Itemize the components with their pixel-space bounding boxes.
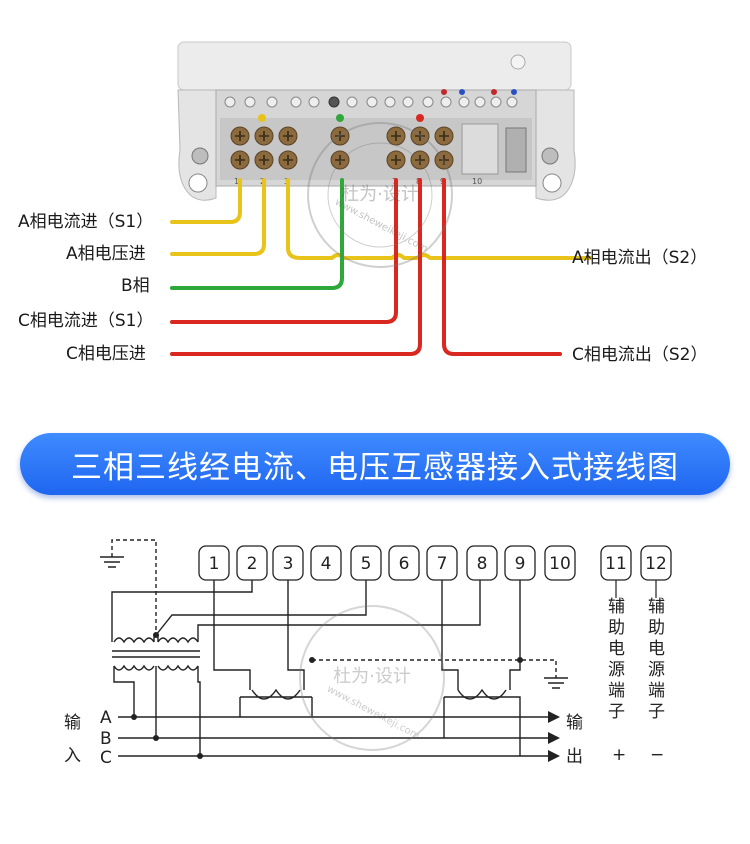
svg-text:1: 1	[234, 177, 239, 186]
right-mount-screw	[541, 147, 559, 165]
phase-a-label: A	[100, 708, 112, 728]
ground-left-dashed	[111, 539, 157, 635]
plus-sign: +	[612, 745, 626, 765]
wire-c-voltage-in	[170, 178, 422, 356]
screw-slot	[335, 131, 345, 141]
phase-b-label: B	[100, 729, 112, 749]
screw-slot	[283, 155, 293, 165]
terminal-number-3: 3	[283, 554, 294, 574]
terminal-number-11: 11	[605, 554, 627, 574]
meter-terminal-illustration: 1 2 3 7 8 9 10 杜为·设计 www.sheweikeji.com	[170, 41, 592, 356]
yellow-phase-dot	[258, 114, 266, 122]
diagram-title: 三相三线经电流、电压互感器接入式接线图	[71, 449, 679, 486]
terminal-number-12: 12	[645, 554, 667, 574]
label-a-voltage-in: A相电压进	[66, 244, 146, 264]
aux-label-11: 辅助电源端子	[608, 580, 625, 722]
terminal-number-10: 10	[549, 554, 571, 574]
terminal-number-6: 6	[399, 554, 410, 574]
pt-right-coil-bottom	[157, 664, 199, 671]
label-b-phase: B相	[121, 276, 150, 296]
terminal-number-2: 2	[247, 554, 258, 574]
minus-sign: −	[650, 745, 664, 765]
svg-text:杜为·设计: 杜为·设计	[341, 184, 419, 205]
green-phase-dot	[336, 114, 344, 122]
meter-left-ear	[177, 89, 217, 201]
left-mount-screw	[191, 147, 209, 165]
output-arrows	[548, 711, 560, 762]
screw-slot	[259, 155, 269, 165]
svg-text:辅助电源端子: 辅助电源端子	[608, 597, 625, 722]
screw-slot	[235, 155, 245, 165]
output-char-2: 出	[566, 747, 583, 767]
output-char-1: 输	[566, 713, 583, 733]
wire-c-current-in	[170, 178, 398, 324]
svg-text:10: 10	[472, 177, 482, 186]
blank-terminal-module	[461, 123, 499, 175]
screw-slot	[391, 131, 401, 141]
terminal-box-6	[388, 545, 420, 581]
screw-slot	[335, 155, 345, 165]
terminal-number-4: 4	[321, 554, 332, 574]
pt-secondary-links	[111, 580, 481, 642]
svg-text:www.sheweikeji.com: www.sheweikeji.com	[325, 684, 421, 742]
pt-left-coil-bottom	[113, 664, 155, 671]
wire-a-current-in	[170, 178, 242, 224]
wire-a-voltage-in	[170, 178, 266, 256]
aux-screw-row	[224, 89, 518, 108]
right-mount-hole	[542, 173, 562, 193]
ground-left-symbol	[100, 556, 124, 568]
svg-text:www.sheweikeji.com: www.sheweikeji.com	[333, 197, 429, 255]
terminal-box-8	[466, 545, 498, 581]
screw-slot	[259, 131, 269, 141]
screw-slot	[439, 155, 449, 165]
screw-slot	[415, 131, 425, 141]
ct-right-bar	[443, 696, 521, 756]
terminal-number-8: 8	[477, 554, 488, 574]
label-a-current-out: A相电流出（S2）	[572, 248, 708, 268]
wire-c-current-out	[442, 178, 562, 356]
label-c-current-out: C相电流出（S2）	[572, 345, 708, 365]
terminal-number-1: 1	[209, 554, 220, 574]
screw-slot	[283, 131, 293, 141]
aux-terminal-module	[505, 127, 527, 173]
red-phase-dot	[416, 114, 424, 122]
wire-b-phase	[170, 178, 344, 290]
terminal-box-10	[544, 545, 576, 581]
terminal-number-5: 5	[361, 554, 372, 574]
ground-right-symbol	[544, 677, 568, 689]
junction-dots	[131, 632, 523, 759]
screw-slot	[391, 155, 401, 165]
left-mount-hole	[188, 173, 208, 193]
screw-slot	[439, 131, 449, 141]
svg-text:杜为·设计: 杜为·设计	[333, 666, 411, 687]
meter-right-ear	[535, 89, 576, 201]
screw-slot	[235, 131, 245, 141]
pt-left-coil-top	[113, 637, 155, 644]
meter-screw-hole	[510, 54, 526, 70]
watermark-schematic: 杜为·设计 www.sheweikeji.com	[299, 605, 445, 751]
screw-slot	[415, 155, 425, 165]
terminal-number-7: 7	[437, 554, 448, 574]
phase-c-label: C	[100, 748, 112, 768]
input-char-1: 输	[64, 713, 81, 733]
main-terminal-screws	[230, 126, 454, 170]
label-c-voltage-in: C相电压进	[66, 344, 146, 364]
input-char-2: 入	[64, 746, 81, 766]
terminal-box-4	[310, 545, 342, 581]
ct-ground-dashed	[312, 659, 557, 678]
diagram-title-banner: 三相三线经电流、电压互感器接入式接线图	[20, 433, 730, 495]
pt-primary-links	[113, 666, 201, 756]
ct2-links	[441, 580, 521, 690]
pt-core-lines	[112, 650, 200, 658]
terminal-number-9: 9	[515, 554, 526, 574]
svg-text:辅助电源端子: 辅助电源端子	[648, 597, 665, 722]
pt-right-coil-top	[157, 637, 199, 644]
ct1-links	[213, 580, 305, 690]
label-a-current-in: A相电流进（S1）	[18, 212, 154, 232]
label-c-current-in: C相电流进（S1）	[18, 311, 154, 331]
aux-label-12: 辅助电源端子	[648, 580, 665, 722]
ct-left-bar	[239, 696, 313, 717]
